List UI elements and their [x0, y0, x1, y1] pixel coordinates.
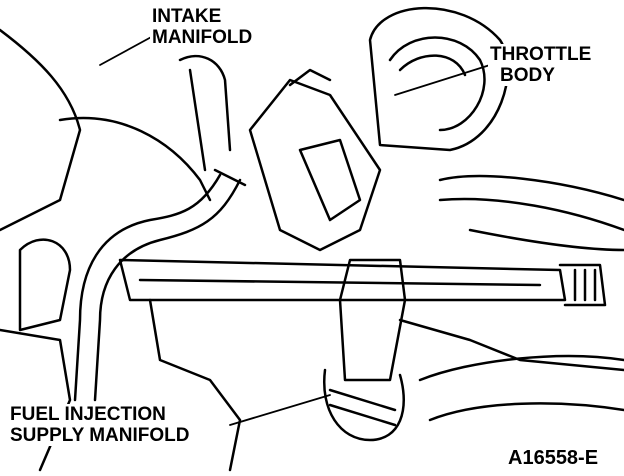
label-line: THROTTLE — [490, 44, 592, 65]
intake-manifold-label: INTAKE MANIFOLD — [150, 6, 255, 48]
figure-id: A16558-E — [506, 447, 601, 469]
throttle-leader-line — [394, 64, 491, 96]
fuel-injection-supply-manifold-label: FUEL INJECTION SUPPLY MANIFOLD — [8, 404, 192, 446]
hose — [93, 178, 242, 402]
fuel-pressure-fitting — [338, 258, 407, 382]
label-line: FUEL INJECTION — [10, 404, 166, 425]
fuel-rail-leader-line — [229, 394, 331, 426]
throttle-body-outline — [368, 6, 509, 152]
label-line: BODY — [500, 65, 555, 86]
label-line: SUPPLY MANIFOLD — [10, 425, 190, 446]
fuel-rail — [118, 258, 567, 302]
label-line: INTAKE — [152, 6, 222, 27]
label-line: MANIFOLD — [152, 27, 253, 48]
throttle-position-sensor — [248, 78, 382, 252]
intake-manifold-outline — [0, 28, 82, 232]
throttle-body-label: THROTTLE BODY — [488, 44, 594, 86]
intake-leader-line — [99, 34, 156, 66]
